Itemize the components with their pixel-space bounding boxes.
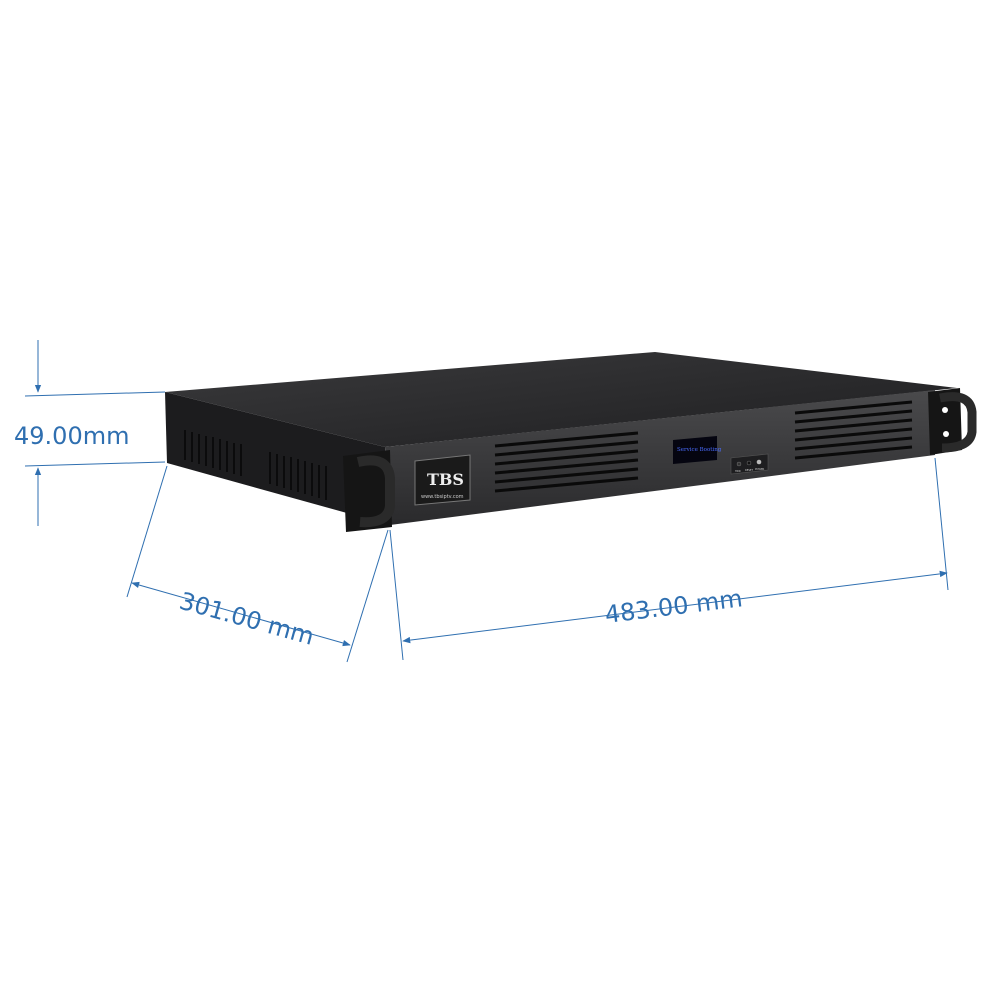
front-buttons: HDD RESET POWER [730, 453, 769, 475]
side-vents [184, 430, 327, 500]
width-dimension [389, 457, 949, 661]
depth-dimension [126, 465, 389, 663]
power-label: POWER [755, 467, 765, 471]
chassis-top [165, 352, 957, 447]
display-text: Service Booting [677, 447, 722, 453]
brand-url: www.tbsiptv.com [421, 494, 464, 500]
height-label: 49.00mm [14, 422, 129, 450]
depth-label: 301.00 mm [176, 587, 317, 651]
width-label: 483.00 mm [603, 584, 744, 629]
reset-label: RESET [745, 468, 753, 472]
front-vent-left [494, 431, 639, 493]
rack-handle-left [343, 450, 395, 532]
chassis-front [385, 390, 935, 525]
hdd-led [736, 461, 742, 467]
power-button[interactable] [756, 459, 762, 465]
rack-chassis: TBS www.tbsiptv.com Service Booting HDD … [165, 352, 977, 532]
reset-button[interactable] [746, 460, 752, 466]
hdd-label: HDD [735, 469, 741, 473]
rack-handle-right [928, 388, 977, 455]
brand-logo-plate: TBS www.tbsiptv.com [414, 454, 471, 506]
height-dimension [24, 340, 166, 526]
front-display: Service Booting [673, 436, 722, 464]
front-vent-right [794, 400, 913, 460]
brand-logo: TBS [427, 470, 464, 489]
